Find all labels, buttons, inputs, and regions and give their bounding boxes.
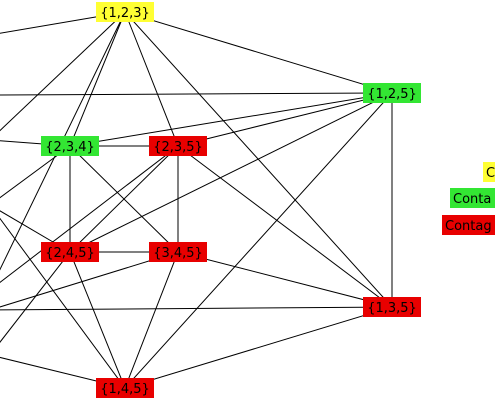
node-label: {1,4,5} [100, 382, 150, 397]
legend-swatch [450, 188, 495, 208]
legend-item: C [483, 162, 495, 182]
edge-n125-n235 [177, 92, 393, 147]
node-label: {1,2,5} [367, 87, 417, 102]
edge-n123-n235 [124, 11, 179, 147]
edge-n125-n234 [69, 92, 393, 147]
node-125: {1,2,5} [363, 83, 421, 103]
node-245: {2,4,5} [41, 242, 99, 262]
edge-n123-n135 [124, 11, 393, 308]
edge-n245-n145 [69, 251, 126, 389]
node-box [363, 297, 421, 317]
legend-label: C [486, 166, 495, 181]
node-135: {1,3,5} [363, 297, 421, 317]
legend-label: Contag [445, 219, 492, 234]
node-box [363, 83, 421, 103]
edge-n125-n245 [69, 92, 393, 253]
edge-n123-L2 [0, 11, 126, 132]
nodes: {1,2,3} {1,2,5} {2,3,4} {2,3,5} {2,4,5} {3,4,… [41, 2, 421, 398]
edge-n235-n245 [69, 145, 179, 253]
node-123: {1,2,3} [96, 2, 154, 22]
edge-n135-L5 [0, 306, 393, 311]
node-345: {3,4,5} [149, 242, 207, 262]
node-235: {2,3,5} [149, 136, 207, 156]
node-box [41, 136, 99, 156]
edge-n245-L6 [0, 251, 71, 343]
edge-n125-L1 [0, 92, 393, 96]
edge-n145-L3 [0, 217, 126, 389]
node-box [149, 136, 207, 156]
legend-item: Contag [442, 215, 495, 235]
node-label: {2,3,5} [153, 140, 203, 155]
node-box [96, 378, 154, 398]
node-234: {2,3,4} [41, 136, 99, 156]
edge-n345-n135 [177, 251, 393, 308]
node-label: {1,3,5} [367, 301, 417, 316]
legend-swatch [483, 162, 495, 182]
legend-swatch [442, 215, 495, 235]
edges [0, 11, 393, 389]
edge-n123-n234 [69, 11, 126, 147]
edge-n125-n145 [124, 92, 393, 389]
node-label: {2,4,5} [45, 246, 95, 261]
node-label: {3,4,5} [153, 246, 203, 261]
node-box [41, 242, 99, 262]
edge-n123-n125 [124, 11, 393, 94]
node-label: {1,2,3} [100, 6, 150, 21]
edge-n235-n135 [177, 145, 393, 308]
node-box [96, 2, 154, 22]
edge-n135-n145 [124, 306, 393, 389]
edge-n345-L5 [0, 251, 179, 308]
legend-label: Conta [453, 192, 491, 207]
node-box [149, 242, 207, 262]
edge-n345-n145 [124, 251, 179, 389]
edge-n235-L4 [0, 145, 179, 283]
node-145: {1,4,5} [96, 378, 154, 398]
node-label: {2,3,4} [45, 140, 95, 155]
legend-item: Conta [450, 188, 495, 208]
